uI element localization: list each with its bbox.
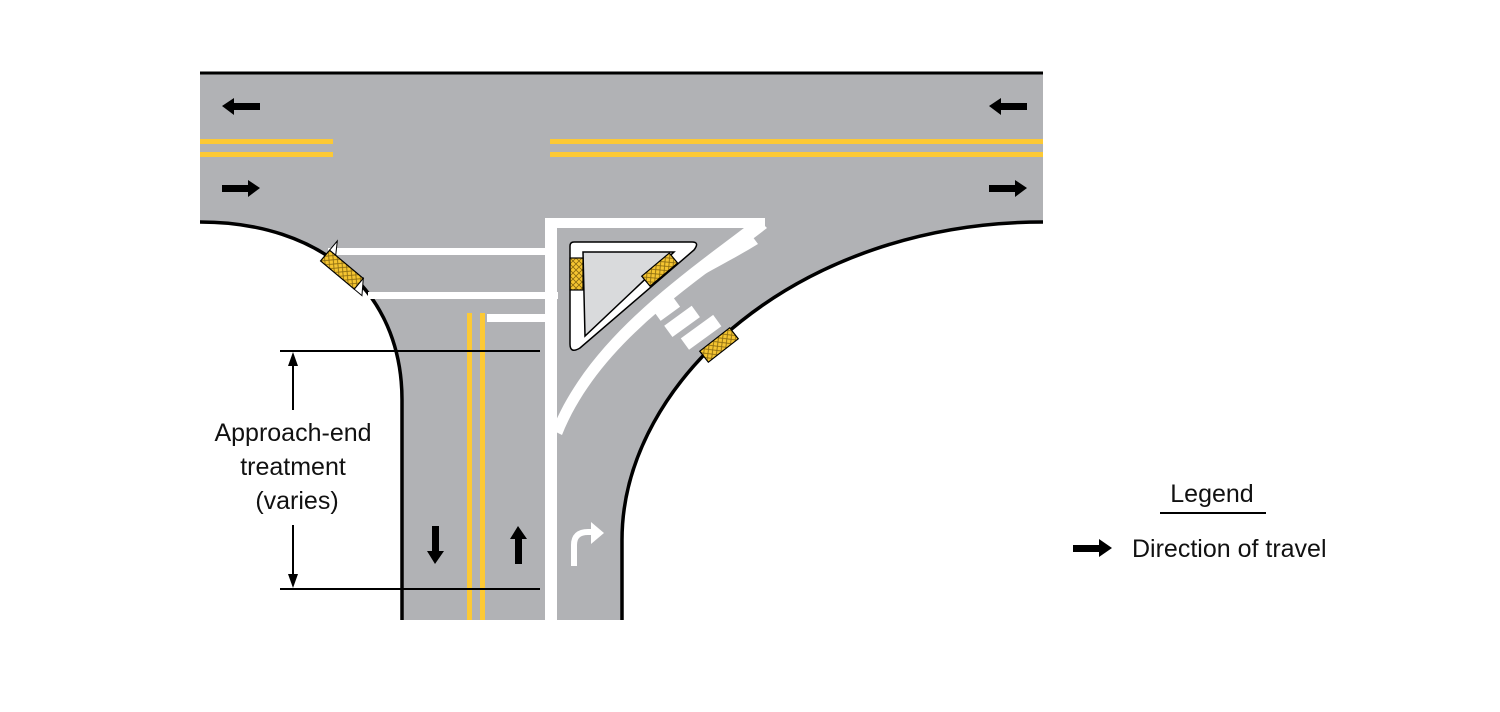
arrow-right-icon	[989, 180, 1027, 197]
curb-right	[620, 220, 1044, 620]
approach-end-treatment-left	[319, 239, 365, 297]
arrow-right-icon	[1073, 539, 1112, 557]
dimension-lines	[280, 350, 540, 590]
annotation-line-1: Approach-end	[214, 419, 371, 447]
approach-end-treatment-island-left	[569, 257, 584, 291]
arrow-right-icon	[222, 180, 260, 197]
approach-end-treatment-right	[698, 326, 740, 364]
annotation-line-3: (varies)	[255, 487, 338, 515]
annotation-line-2: treatment	[240, 453, 346, 481]
arrow-up-icon	[510, 526, 527, 564]
legend-item-direction-of-travel: Direction of travel	[1132, 535, 1327, 563]
dimension-arrow-up-icon	[288, 352, 298, 366]
dimension-arrow-down-icon	[288, 574, 298, 588]
approach-end-treatment-island-right	[640, 252, 679, 288]
white-markings	[328, 218, 767, 620]
arrow-down-icon	[427, 526, 444, 564]
arrow-left-icon	[222, 98, 260, 115]
arrow-left-icon	[989, 98, 1027, 115]
centerline-main	[200, 139, 1043, 157]
legend-title: Legend	[1170, 480, 1253, 508]
centerline-side	[467, 313, 485, 620]
right-turn-arrow-icon	[571, 522, 604, 566]
road-surface	[200, 73, 1043, 620]
